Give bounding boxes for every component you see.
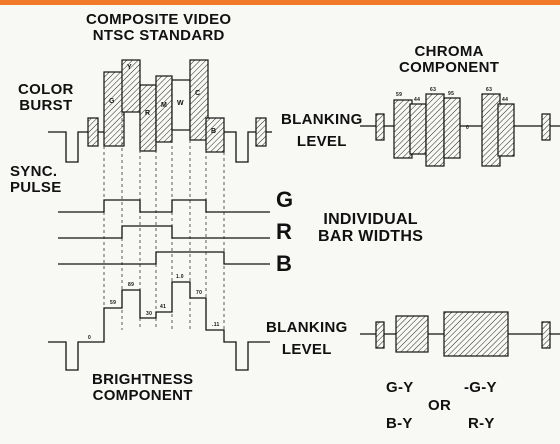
accent-bar bbox=[0, 0, 560, 5]
chroma-blanking-label: BLANKING LEVEL bbox=[281, 112, 363, 150]
cd-or: OR bbox=[428, 397, 452, 414]
composite-title: COMPOSITE VIDEO NTSC STANDARD bbox=[86, 12, 231, 44]
individual-caption: INDIVIDUAL BAR WIDTHS bbox=[318, 211, 424, 246]
composite-bars bbox=[103, 59, 225, 153]
cd-row2-left: B-Y bbox=[386, 415, 413, 432]
cd-burst-right bbox=[541, 321, 551, 349]
bar-letter-r: R bbox=[145, 110, 151, 117]
trace-b bbox=[58, 251, 270, 265]
chroma-burst-right bbox=[541, 113, 551, 141]
cd-bar-1 bbox=[395, 315, 429, 353]
bar-letter-c: C bbox=[195, 90, 201, 97]
brightness-title-line1: BRIGHTNESS bbox=[92, 371, 194, 388]
color-burst-packet bbox=[87, 117, 99, 147]
color-burst-line2: BURST bbox=[19, 96, 73, 114]
color-burst-line1: COLOR bbox=[18, 81, 74, 98]
composite-waveform bbox=[48, 131, 272, 163]
chroma-value-5: 0 bbox=[466, 125, 470, 131]
chroma-burst-left bbox=[375, 113, 385, 141]
brightness-value-89: 89 bbox=[128, 282, 135, 288]
trace-label-r: R bbox=[276, 219, 293, 244]
bar-width-traces bbox=[58, 199, 270, 265]
sync-pulse-label: SYNC. PULSE bbox=[10, 164, 62, 196]
trace-label-b: B bbox=[276, 251, 293, 276]
sync-line2: PULSE bbox=[10, 178, 62, 196]
chroma-title-line1: CHROMA bbox=[414, 43, 484, 60]
chroma-value-1: 59 bbox=[396, 92, 403, 98]
cd-row1-right: -G-Y bbox=[464, 379, 497, 396]
brightness-value-1-0: 1.0 bbox=[176, 274, 184, 280]
composite-title-line1: COMPOSITE VIDEO bbox=[86, 11, 232, 28]
chroma-value-2: 44 bbox=[414, 97, 421, 103]
brightness-value-30: 30 bbox=[146, 311, 153, 317]
bar-letter-g: G bbox=[109, 98, 115, 105]
brightness-blanking-line1: BLANKING bbox=[266, 319, 348, 336]
color-burst-label: COLOR BURST bbox=[18, 82, 74, 114]
brightness-value-70: 70 bbox=[196, 290, 203, 296]
brightness-value-0: 0 bbox=[88, 335, 92, 341]
chroma-bars bbox=[393, 93, 515, 167]
composite-bar-c bbox=[189, 59, 209, 141]
chroma-blanking-line2: LEVEL bbox=[296, 132, 347, 150]
brightness-value-59: 59 bbox=[110, 300, 117, 306]
brightness-staircase bbox=[48, 281, 270, 371]
cd-row2-right: R-Y bbox=[468, 415, 495, 432]
trace-label-g: G bbox=[276, 187, 294, 212]
chroma-title-line2: COMPONENT bbox=[399, 58, 500, 76]
individual-caption-line1: INDIVIDUAL bbox=[323, 211, 418, 228]
bar-letter-y: Y bbox=[127, 64, 132, 71]
chroma-value-4: 95 bbox=[448, 91, 455, 97]
composite-bar-g bbox=[103, 71, 125, 147]
composite-title-line2: NTSC STANDARD bbox=[92, 26, 225, 44]
sync-line1: SYNC. bbox=[10, 163, 58, 180]
brightness-blanking-label: BLANKING LEVEL bbox=[266, 320, 348, 358]
chroma-blanking-line1: BLANKING bbox=[281, 111, 363, 128]
brightness-title: BRIGHTNESS COMPONENT bbox=[92, 372, 193, 404]
bar-letter-m: M bbox=[161, 102, 168, 109]
trace-g bbox=[58, 199, 270, 213]
brightness-value-41: 41 bbox=[160, 304, 167, 310]
individual-caption-line2: BAR WIDTHS bbox=[318, 227, 424, 245]
composite-bar-r bbox=[139, 84, 157, 152]
chroma-value-7: 44 bbox=[502, 97, 509, 103]
brightness-blanking-line2: LEVEL bbox=[281, 340, 332, 358]
brightness-value-11: .11 bbox=[212, 322, 220, 328]
chroma-title: CHROMA COMPONENT bbox=[399, 44, 499, 76]
cd-row1-left: G-Y bbox=[386, 379, 414, 396]
cd-bar-2 bbox=[443, 311, 509, 357]
bar-letter-w: W bbox=[177, 100, 184, 107]
chroma-value-6: 63 bbox=[486, 87, 493, 93]
chroma-value-3: 63 bbox=[430, 87, 437, 93]
brightness-title-line2: COMPONENT bbox=[92, 386, 193, 404]
cd-burst-left bbox=[375, 321, 385, 349]
color-burst-packet-right bbox=[255, 117, 267, 147]
composite-bar-b bbox=[205, 117, 225, 153]
bar-letter-b: B bbox=[211, 128, 217, 135]
trace-r bbox=[58, 225, 270, 239]
